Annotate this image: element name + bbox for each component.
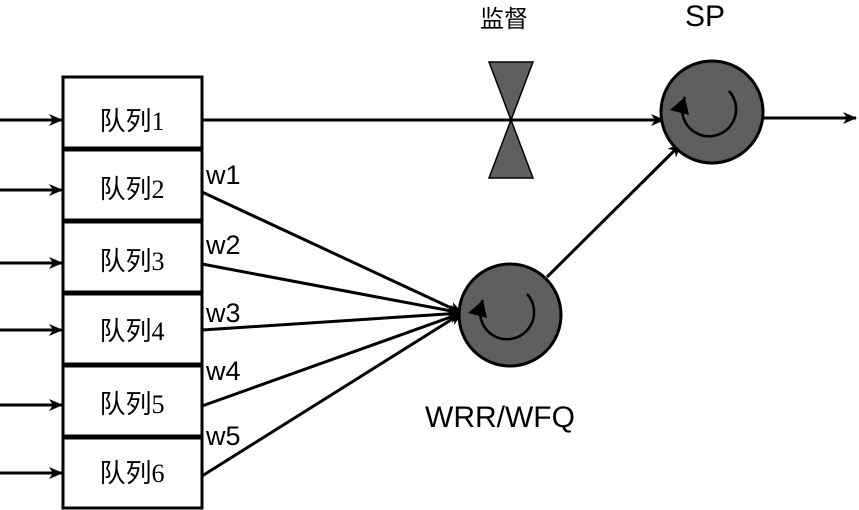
- queue-label: 队列2: [99, 175, 164, 204]
- queue-box: [61, 292, 204, 366]
- wrr-to-sp-arrow: [545, 142, 683, 279]
- weight-label: w5: [205, 421, 241, 451]
- weight-label: w4: [205, 356, 241, 386]
- queue-box: [61, 75, 204, 150]
- policer-icon: [487, 61, 535, 179]
- queue-box: [61, 220, 204, 294]
- weighted-arrow: [201, 307, 463, 332]
- weighted-arrow: [201, 190, 463, 315]
- queue-box: [61, 364, 204, 438]
- queue-label: 队列6: [99, 459, 164, 488]
- queue-box: [61, 148, 204, 222]
- queue-box: [61, 436, 204, 510]
- weight-label: w3: [205, 298, 241, 328]
- queue-stack: 队列1 队列2 队列3 队列4 队列5 队列6: [0, 75, 204, 510]
- queue-label: 队列1: [99, 107, 164, 136]
- sp-label: SP: [685, 0, 725, 33]
- weighted-arrow: [201, 311, 463, 408]
- wrr-label: WRR/WFQ: [425, 401, 575, 434]
- queue-label: 队列5: [99, 390, 164, 419]
- policer-label: 监督: [480, 5, 528, 33]
- queue-label: 队列4: [99, 317, 164, 346]
- weighted-arrow: [201, 311, 463, 478]
- wrr-scheduler-icon: [457, 262, 563, 368]
- weighted-arrow: [201, 262, 463, 317]
- weight-label: w2: [205, 230, 241, 260]
- queue-label: 队列3: [99, 247, 164, 276]
- sp-scheduler-icon: [659, 59, 765, 165]
- weight-label: w1: [205, 160, 241, 190]
- weighted-lines: [201, 190, 463, 478]
